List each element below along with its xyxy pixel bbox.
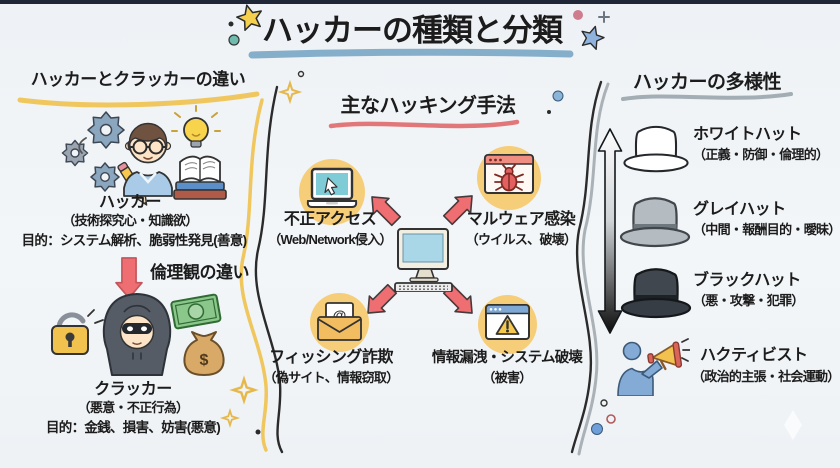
- gears-icon: [61, 111, 125, 192]
- bug-browser-icon: [484, 154, 534, 194]
- hacker-trait: （技術探究心・知識欲）: [62, 213, 198, 228]
- cracker-purpose: 目的：金銭、損害、妨害(悪意): [46, 420, 221, 435]
- eye-mask-icon: [122, 323, 152, 334]
- gray-hat-detail: （中間・報酬目的・曖昧）: [693, 222, 840, 237]
- hacktivist-megaphone-icon: [617, 338, 690, 396]
- yellow-star: [233, 1, 266, 33]
- right-header-underline: [621, 92, 793, 101]
- hacker-person: [123, 122, 173, 197]
- cracker-label: クラッカー: [94, 381, 172, 398]
- white-hat-label: ホワイトハット: [693, 126, 802, 143]
- phishing-label: フィッシング詐欺: [269, 349, 393, 366]
- cracker-person: [102, 293, 172, 376]
- middle-header-underline: [328, 119, 520, 129]
- unauthorized-access-label: 不正アクセス: [283, 211, 377, 228]
- data-breach-detail: （被害）: [482, 370, 532, 385]
- left-section-header: ハッカーとクラッカーの違い: [30, 70, 246, 89]
- phishing-email-icon: @: [317, 302, 362, 341]
- black-hat-icon: [620, 268, 692, 319]
- sparkle-top-middle: [280, 70, 305, 102]
- laptop-cursor-icon: [306, 167, 358, 208]
- blue-star: [577, 22, 607, 52]
- pink-dot: [573, 10, 583, 20]
- divider-right-wavy-line: [570, 80, 610, 456]
- right-section-header: ハッカーの多様性: [632, 72, 782, 93]
- black-hat-detail: （悪・攻撃・犯罪）: [693, 293, 804, 308]
- dots-right-divider: [547, 90, 616, 435]
- teal-dot: [228, 34, 240, 46]
- malware-label: マルウェア感染: [466, 211, 576, 228]
- sparkle-bottom-middle: [221, 378, 261, 435]
- computer-icon: [394, 228, 453, 292]
- white-hat-icon: [623, 125, 689, 173]
- hacker-purpose: 目的：システム解析、脆弱性発見(善意): [21, 233, 247, 248]
- divider-left-wavy-line: [239, 85, 284, 454]
- page-title: ハッカーの種類と分類: [262, 13, 563, 48]
- title-underline: [248, 48, 574, 59]
- white-to-black-spectrum-arrow: [597, 128, 623, 334]
- ethics-transition-label: 倫理観の違い: [150, 263, 250, 282]
- hacker-label: ハッカー: [98, 194, 162, 211]
- svg-text:$: $: [200, 352, 209, 369]
- megaphone-icon: [647, 341, 683, 371]
- malware-detail: （ウイルス、破壊）: [465, 232, 577, 247]
- data-breach-label: 情報漏洩・システム破壊: [431, 350, 583, 366]
- books-icon: [173, 155, 227, 200]
- cracker-trait: （悪意・不正行為）: [77, 400, 189, 415]
- money-bill-icon: [170, 293, 222, 330]
- black-dot: [228, 21, 234, 27]
- unauthorized-access-detail: （Web/Network侵入）: [268, 232, 392, 247]
- lightbulb-icon: [171, 105, 221, 148]
- top-border-bar: [0, 0, 840, 4]
- watermark-diamond: [784, 410, 802, 440]
- hacker-illustration: [61, 105, 227, 206]
- middle-section-header: 主なハッキング手法: [340, 95, 516, 117]
- hacktivist-label: ハクティビスト: [700, 347, 808, 364]
- left-header-underline: [17, 91, 260, 108]
- hacktivist-detail: （政治的主張・社会運動）: [692, 369, 840, 384]
- phishing-detail: （偽サイト、情報窃取）: [263, 370, 399, 385]
- money-bag-icon: $: [183, 331, 225, 376]
- black-hat-label: ブラックハット: [693, 272, 801, 289]
- open-padlock-icon: [51, 309, 104, 355]
- warning-browser-icon: [485, 304, 530, 340]
- white-hat-detail: （正義・防御・倫理的）: [693, 147, 829, 162]
- gray-hat-label: グレイハット: [693, 201, 786, 218]
- hacktivist-person: [617, 341, 663, 396]
- cracker-illustration: $: [51, 293, 225, 376]
- glasses-icon: [130, 139, 166, 155]
- gray-hat-icon: [619, 197, 691, 248]
- plus-sparkle-icon: [598, 11, 610, 23]
